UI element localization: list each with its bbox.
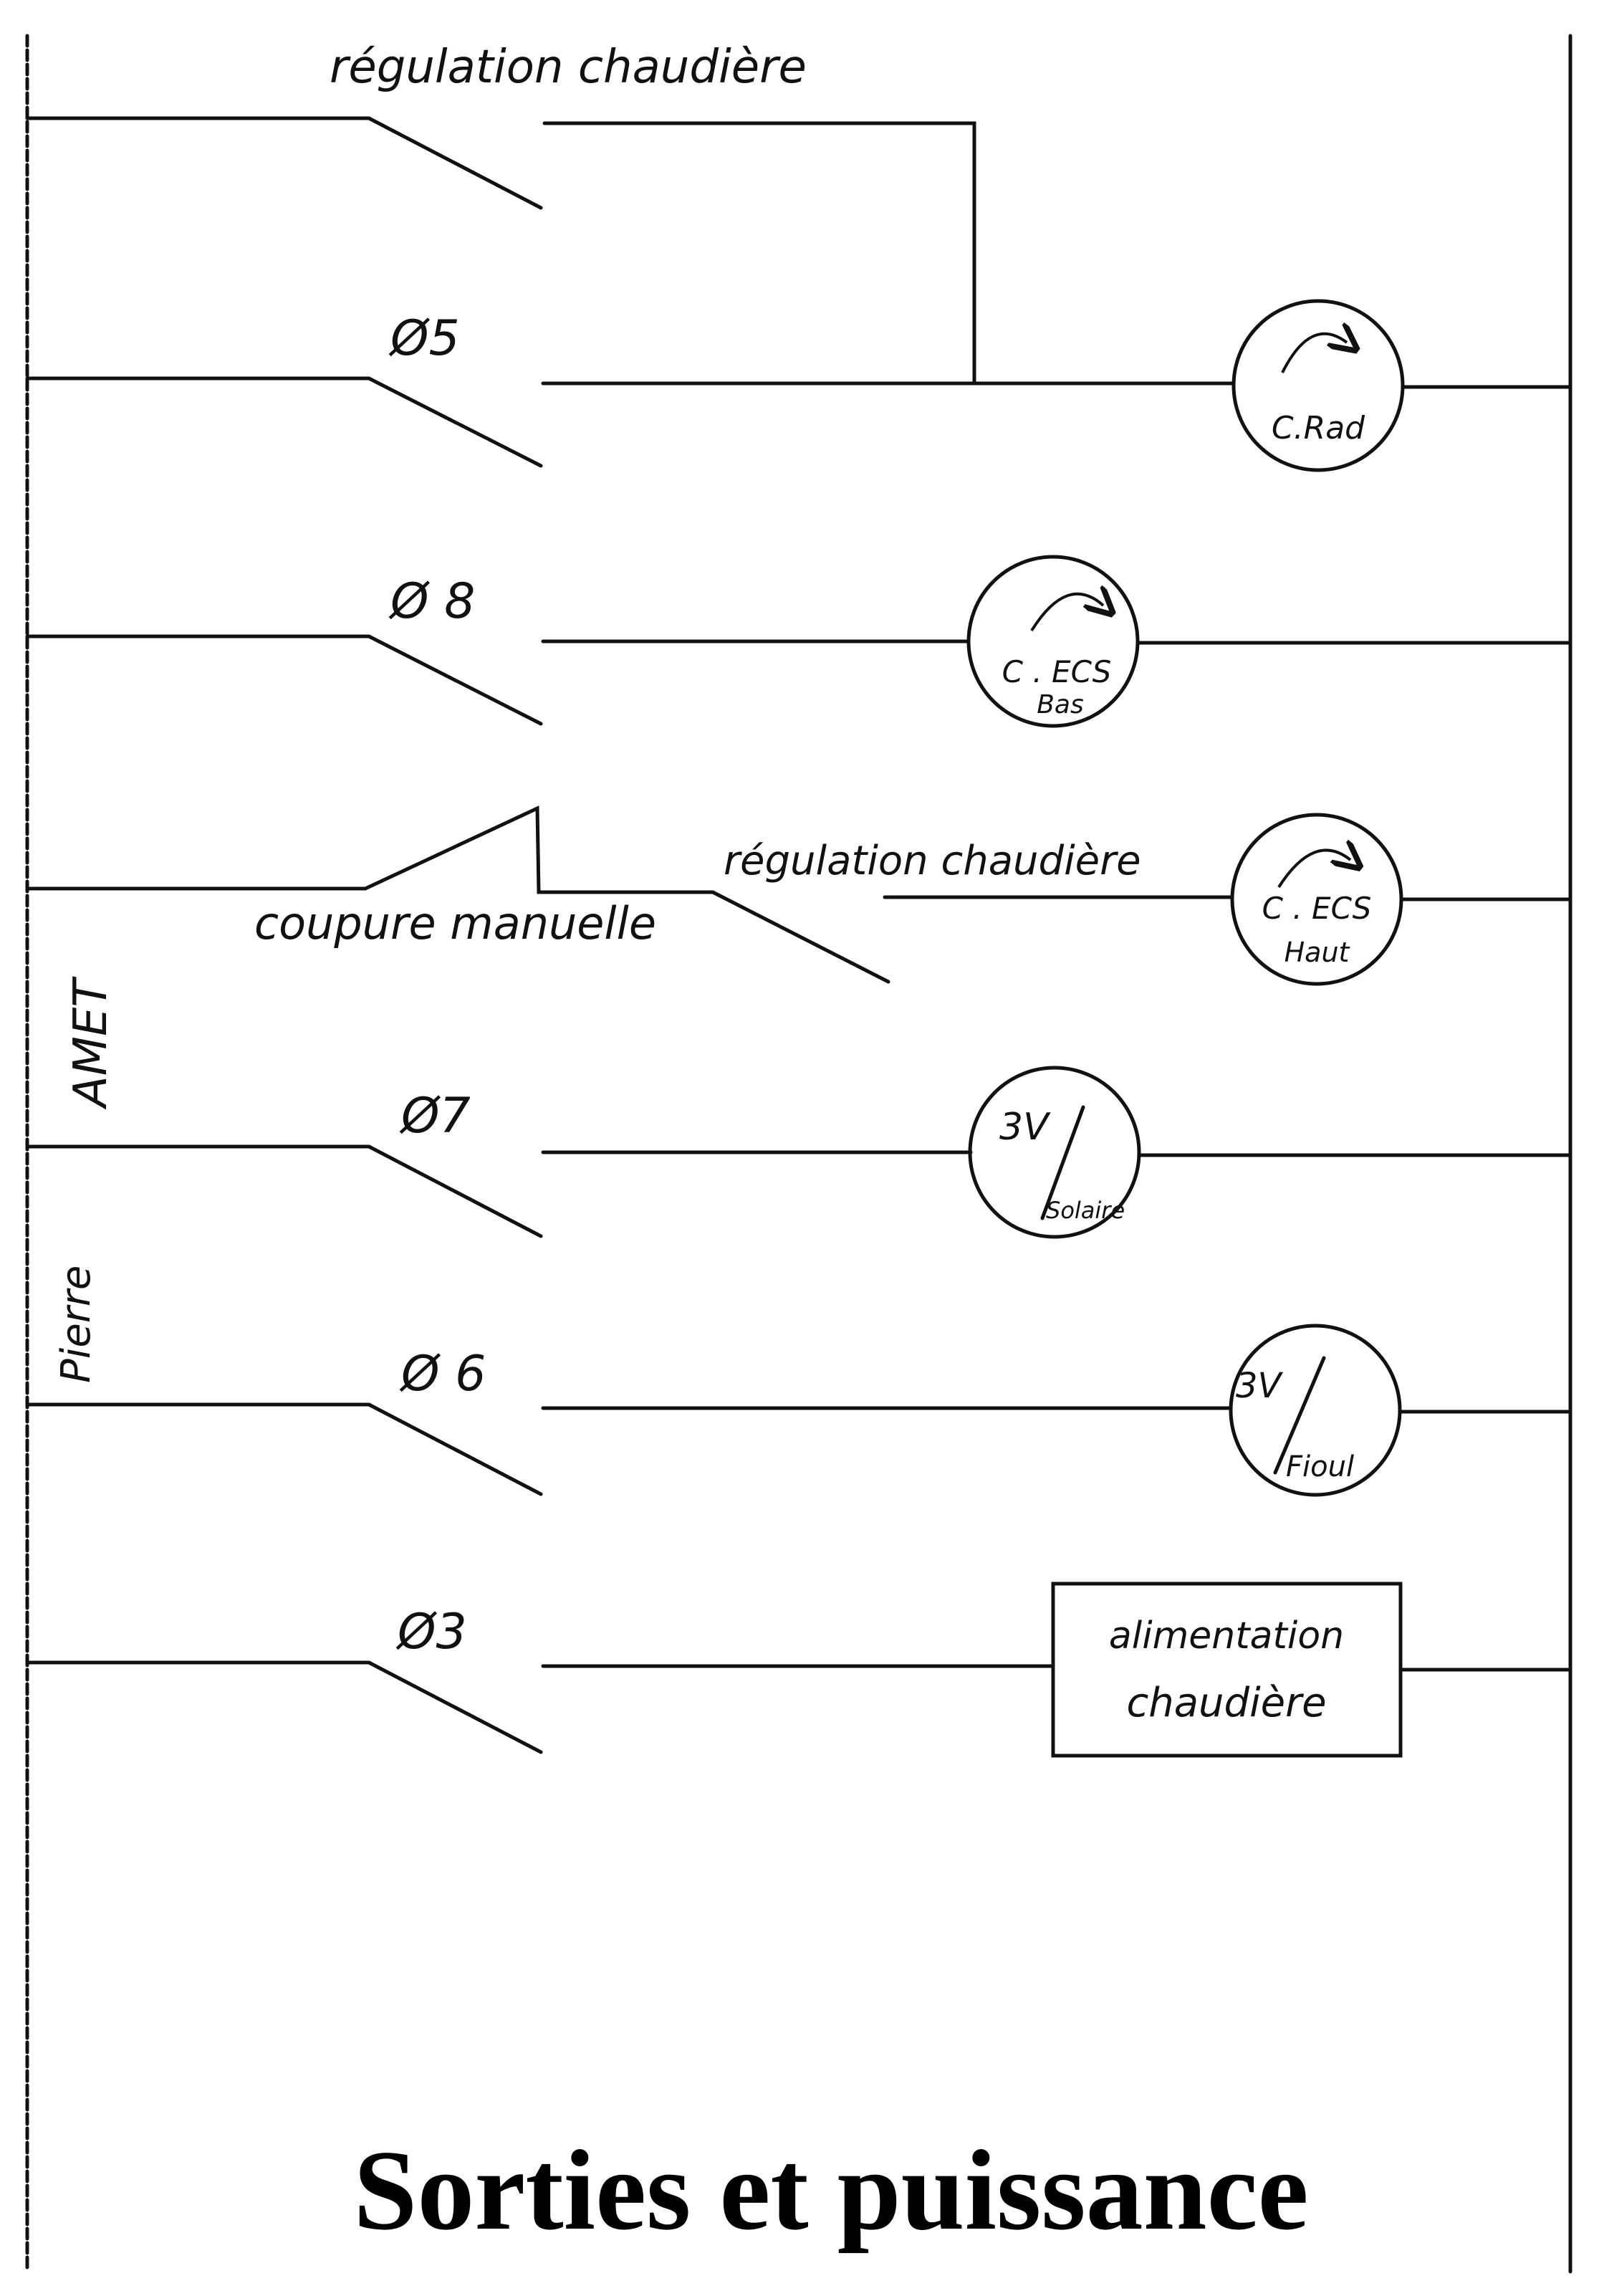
regulation-top-label: régulation chaudière [330,41,807,94]
switch-7-label: Ø7 [399,1088,471,1144]
switch-3-label: Ø3 [395,1604,467,1660]
rung-regulation-top: régulation chaudière [25,41,976,386]
boiler-supply-sublabel: chaudière [1126,1680,1326,1726]
pump-ecs-haut-sublabel: Haut [1285,937,1351,968]
side-label-pierre: Pierre [53,1266,100,1383]
valve-fioul-label: 3V [1236,1366,1284,1406]
boiler-supply-label: alimentation [1109,1615,1344,1658]
manual-cutoff-label: coupure manuelle [254,897,656,950]
valve-3v-solaire [968,1066,1141,1239]
switch-8-label: Ø 8 [388,573,475,630]
rung-3: Ø3 alimentation chaudière [25,1582,1572,1758]
page-title: Sorties et puissance [353,2126,1308,2254]
rung-7: Ø7 3V Solaire [25,1066,1572,1239]
rung-6: Ø 6 3V Fioul [25,1324,1572,1497]
valve-solaire-label: 3V [999,1106,1051,1149]
three-way-valve-icon [1040,1105,1085,1220]
pump-ecs-haut-label: C . ECS [1262,891,1372,926]
rung-8: Ø 8 C . ECS Bas [25,555,1572,728]
rung-5: Ø5 C.Rad [25,299,1572,472]
boiler-supply-box [1051,1582,1403,1758]
pump-c-rad-label: C.Rad [1272,410,1365,446]
rung-ecs-haut: coupure manuelle régulation chaudière C … [25,805,1572,986]
pump-ecs-bas-label: C . ECS [1002,654,1112,689]
curved-arrow-icon [1030,594,1103,632]
three-way-valve-icon [1273,1356,1326,1475]
side-label-amet: AMET [64,976,117,1110]
pump-ecs-bas-sublabel: Bas [1037,690,1084,719]
valve-solaire-sublabel: Solaire [1046,1197,1125,1224]
switch-5-label: Ø5 [388,310,460,367]
regulation-haut-label: régulation chaudière [724,838,1141,884]
switch-6-label: Ø 6 [399,1346,486,1402]
curved-arrow-icon [1277,850,1350,889]
valve-fioul-sublabel: Fioul [1286,1450,1354,1483]
curved-arrow-icon [1281,334,1347,373]
